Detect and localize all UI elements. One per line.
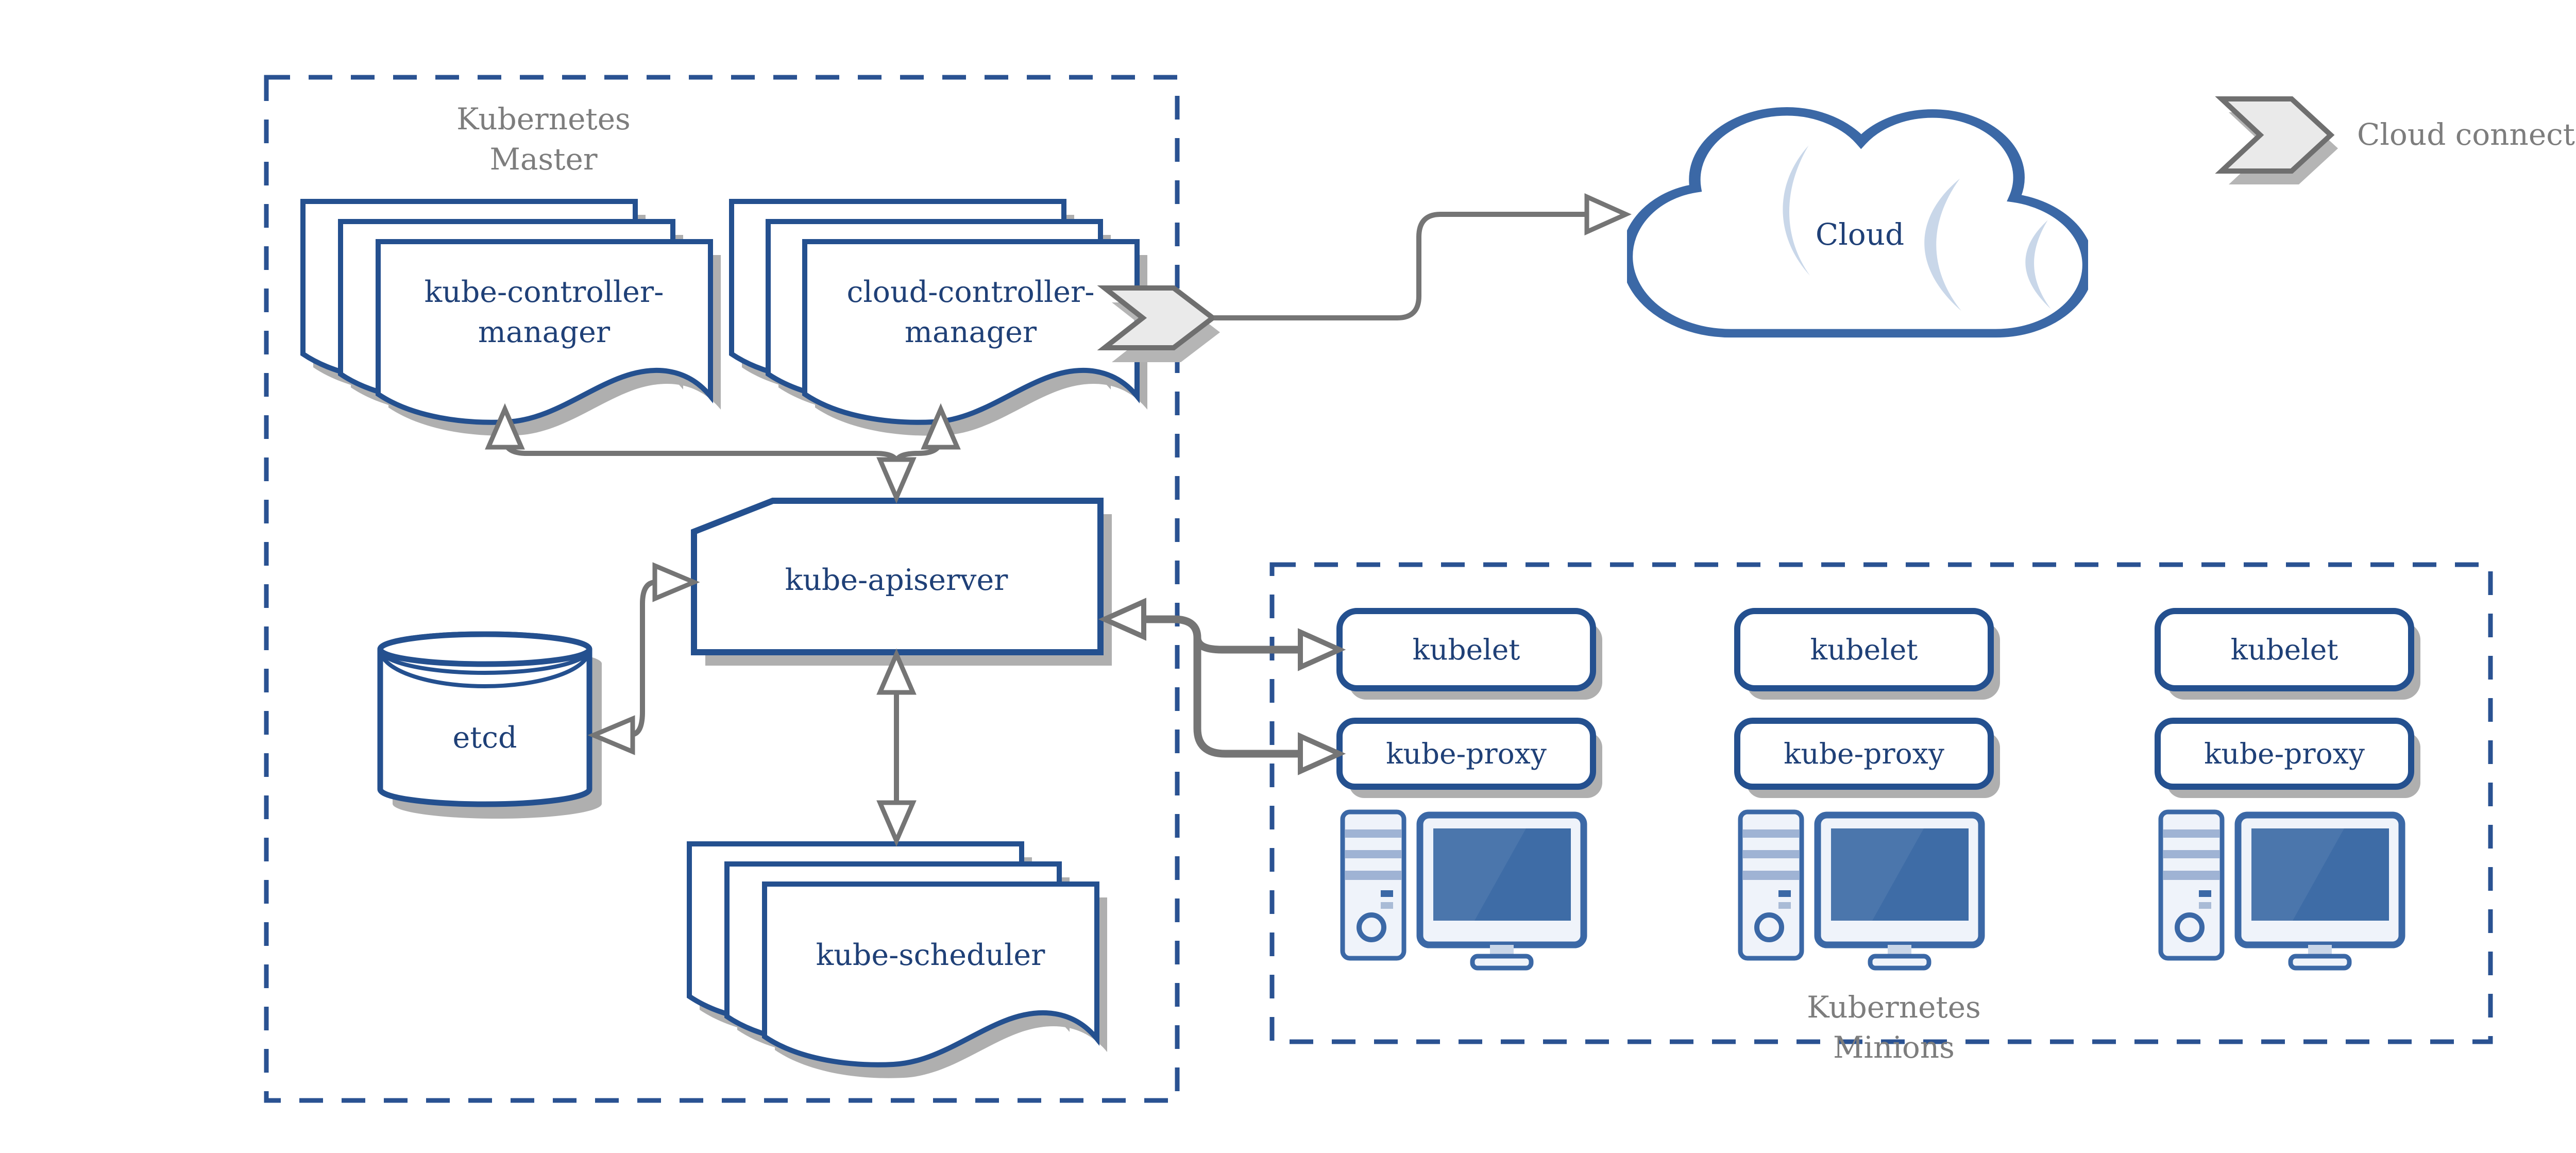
kube-apiserver-shape xyxy=(691,498,1112,666)
kubelet-box-1 xyxy=(1336,608,1602,700)
kubelet-box-3 xyxy=(2155,608,2420,700)
kubelet-box-2 xyxy=(1734,608,2000,700)
arrowhead xyxy=(1298,628,1346,671)
kube-proxy-label-2: kube-proxy xyxy=(1784,737,1944,770)
cloud-label: Cloud xyxy=(1815,217,1905,252)
master-title: Kubernetes Master xyxy=(337,99,750,179)
cloud-controller-manager-shape xyxy=(729,199,1147,436)
apiserver-etcd-arrow xyxy=(587,562,700,755)
kube-proxy-box-1 xyxy=(1336,718,1602,798)
etcd-label: etcd xyxy=(452,721,517,755)
minions-title: Kubernetes Minions xyxy=(1688,987,2100,1067)
kube-controller-manager-label: kube-controller- manager xyxy=(364,272,724,352)
arrowhead xyxy=(587,715,635,755)
database-icon xyxy=(377,631,602,819)
minions-title-line2: Minions xyxy=(1833,1030,1955,1065)
kube-controller-manager-shape xyxy=(300,199,721,436)
arrowhead xyxy=(876,800,917,847)
master-title-line1: Kubernetes xyxy=(456,101,631,137)
arrowhead xyxy=(485,403,525,450)
apiserver-minions-arrow xyxy=(1098,598,1346,775)
kubelet-label-1: kubelet xyxy=(1412,633,1520,666)
master-boundary xyxy=(264,75,1180,1103)
arrowhead xyxy=(1098,598,1146,641)
arrowhead xyxy=(1298,732,1346,775)
kube-proxy-label-1: kube-proxy xyxy=(1386,737,1547,770)
kube-proxy-box-3 xyxy=(2155,718,2420,798)
arrowhead xyxy=(921,403,961,450)
arrowhead xyxy=(876,648,917,695)
kube-scheduler-label: kube-scheduler xyxy=(816,938,1045,972)
cloud-connector-icon xyxy=(2215,96,2338,184)
kubelet-label-3: kubelet xyxy=(2230,633,2338,666)
cloud-controller-manager-label: cloud-controller- manager xyxy=(790,272,1151,352)
arrowhead xyxy=(1584,193,1632,235)
controllers-apiserver-arrow xyxy=(485,403,961,504)
kube-scheduler-shape xyxy=(687,841,1107,1078)
kube-proxy-label-3: kube-proxy xyxy=(2204,737,2365,770)
kube-apiserver-label: kube-apiserver xyxy=(785,563,1008,597)
connector-cloud-arrow xyxy=(1214,193,1632,320)
cloud-controller-manager-line2: manager xyxy=(904,315,1037,349)
legend-cloud-connector-label: Cloud connector xyxy=(2357,117,2576,152)
cloud-icon xyxy=(1627,107,2088,338)
arrowhead xyxy=(876,457,917,504)
minions-boundary xyxy=(1269,562,2493,1044)
cloud-controller-manager-line1: cloud-controller- xyxy=(846,275,1095,309)
cloud-connector-shape xyxy=(1097,285,1220,362)
master-title-line2: Master xyxy=(489,142,598,177)
minions-title-line1: Kubernetes xyxy=(1807,990,1981,1025)
kubelet-label-2: kubelet xyxy=(1810,633,1918,666)
arrowhead xyxy=(652,562,700,602)
kube-proxy-box-2 xyxy=(1734,718,2000,798)
apiserver-scheduler-arrow xyxy=(876,648,917,847)
kube-controller-manager-line1: kube-controller- xyxy=(424,275,664,309)
kube-controller-manager-line2: manager xyxy=(478,315,611,349)
